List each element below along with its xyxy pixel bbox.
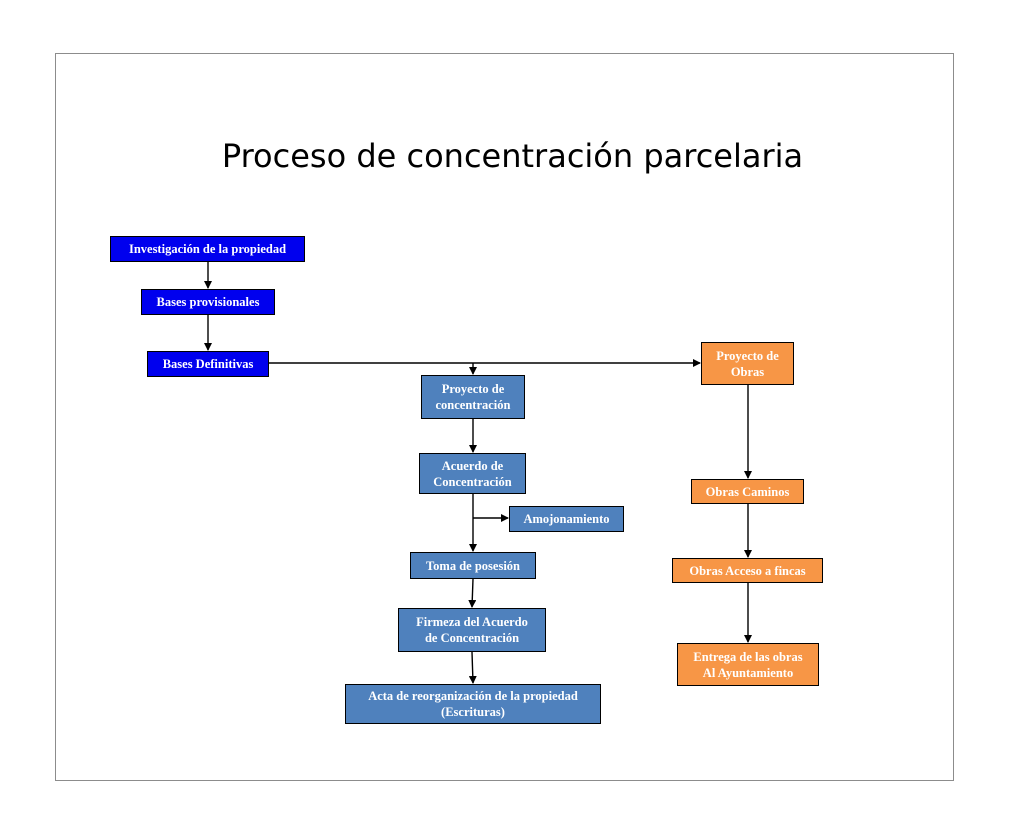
node-proyecto-concentracion: Proyecto de concentración [421, 375, 525, 419]
node-obras-acceso: Obras Acceso a fincas [672, 558, 823, 583]
node-firmeza-acuerdo: Firmeza del Acuerdo de Concentración [398, 608, 546, 652]
node-amojonamiento: Amojonamiento [509, 506, 624, 532]
node-obras-caminos: Obras Caminos [691, 479, 804, 504]
node-investigacion: Investigación de la propiedad [110, 236, 305, 262]
node-acta-reorganizacion: Acta de reorganización de la propiedad (… [345, 684, 601, 724]
node-toma-posesion: Toma de posesión [410, 552, 536, 579]
node-proyecto-obras: Proyecto de Obras [701, 342, 794, 385]
node-bases-provisionales: Bases provisionales [141, 289, 275, 315]
edge-toma-firmeza [468, 578, 477, 608]
page-title: Proceso de concentración parcelaria [221, 137, 804, 175]
node-bases-definitivas: Bases Definitivas [147, 351, 269, 377]
node-acuerdo-concentracion: Acuerdo de Concentración [419, 453, 526, 494]
node-entrega-obras: Entrega de las obras Al Ayuntamiento [677, 643, 819, 686]
edge-firmeza-acta [468, 651, 477, 684]
